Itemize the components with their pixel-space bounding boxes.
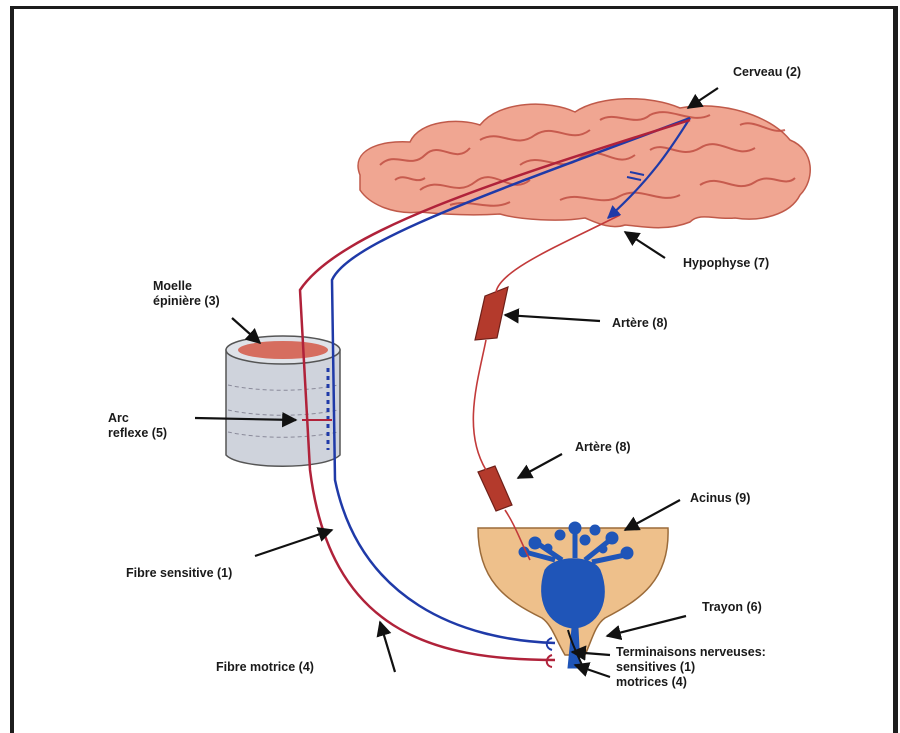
label-artere-top: Artère (8) — [612, 316, 668, 331]
artery-bottom — [478, 466, 512, 511]
spinal-cord — [226, 336, 340, 466]
label-fibre-sensitive: Fibre sensitive (1) — [126, 566, 232, 581]
label-acinus: Acinus (9) — [690, 491, 750, 506]
label-cerveau: Cerveau (2) — [733, 65, 801, 80]
brain — [358, 99, 810, 228]
label-arc-reflexe: Arc reflexe (5) — [108, 411, 167, 441]
label-fibre-motrice: Fibre motrice (4) — [216, 660, 314, 675]
label-hypophyse: Hypophyse (7) — [683, 256, 769, 271]
label-artere-bottom: Artère (8) — [575, 440, 631, 455]
label-terminaisons: Terminaisons nerveuses: sensitives (1) m… — [616, 645, 766, 690]
label-trayon: Trayon (6) — [702, 600, 762, 615]
artery-top — [475, 287, 508, 340]
label-moelle: Moelle épinière (3) — [153, 279, 220, 309]
